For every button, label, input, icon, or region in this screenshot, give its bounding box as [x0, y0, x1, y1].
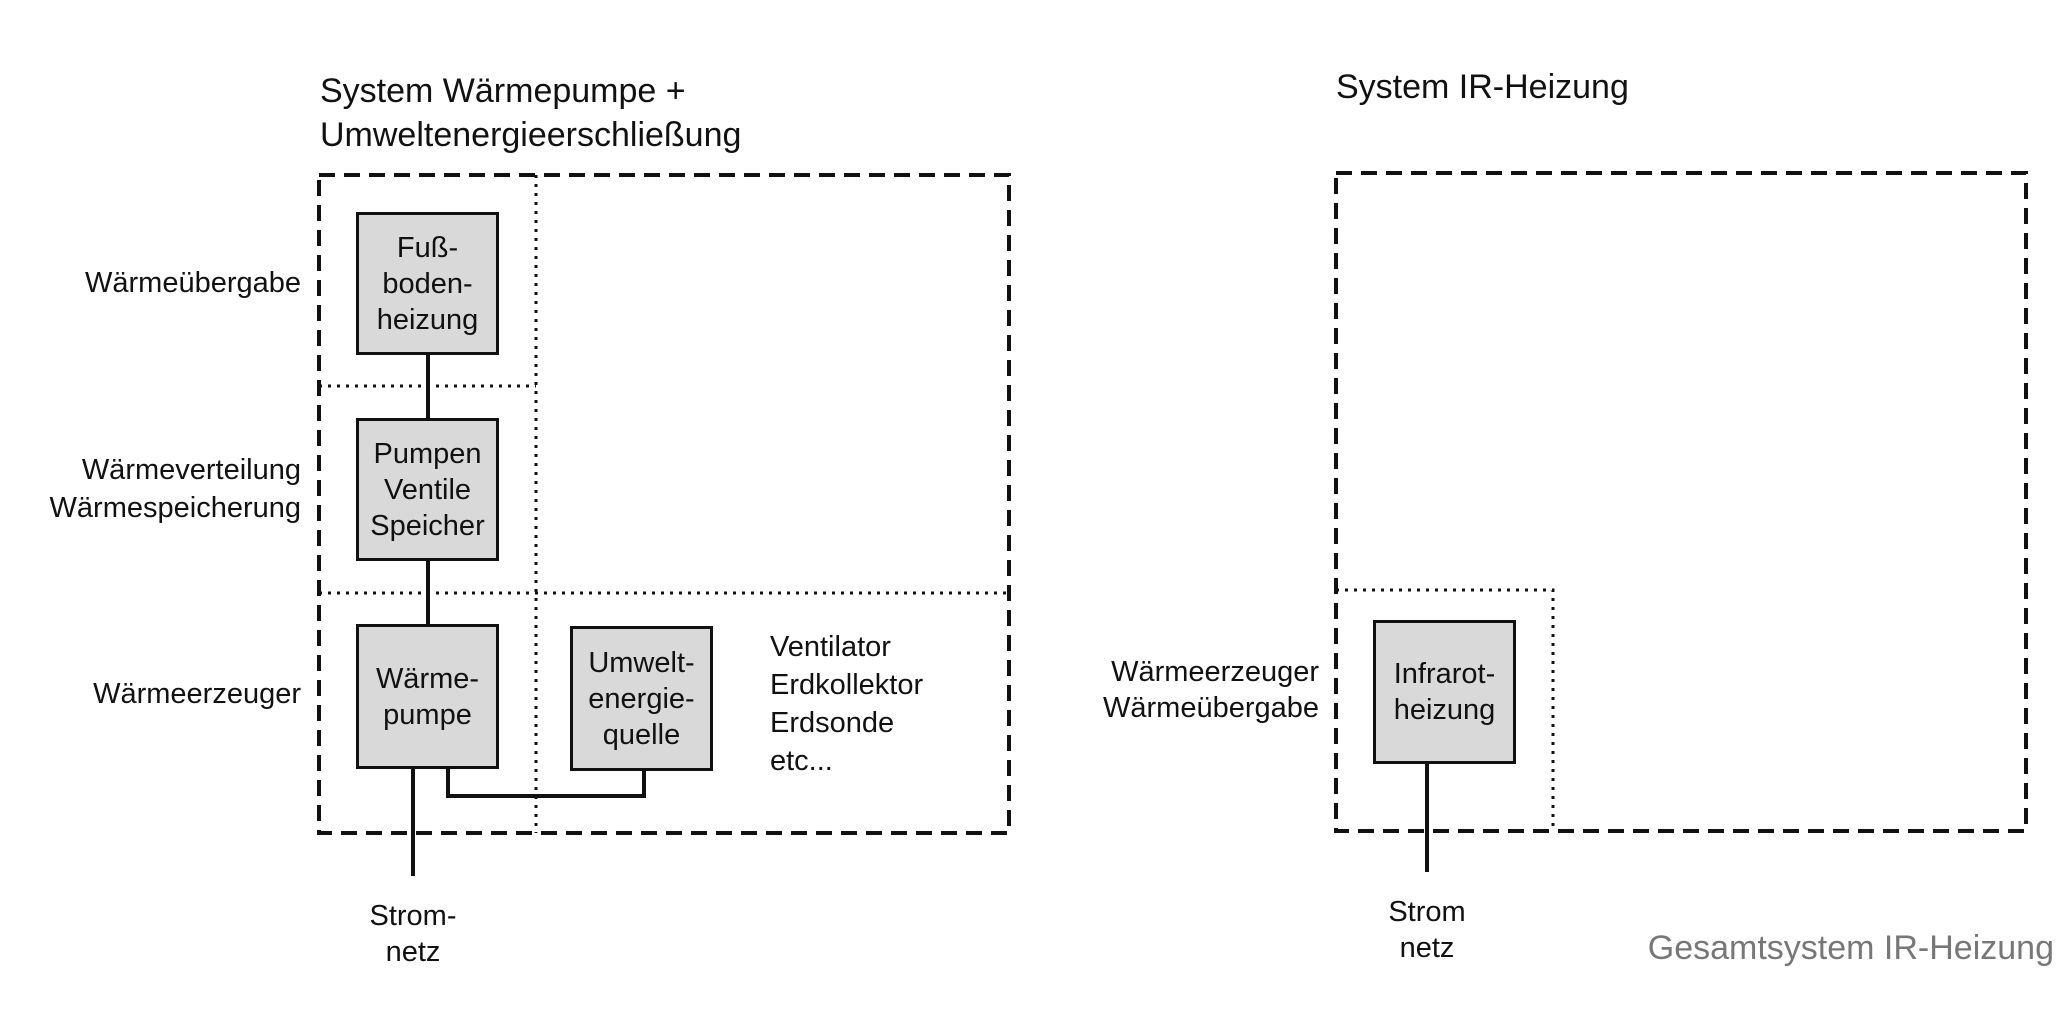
box-pumpen-label: Pumpen Ventile Speicher [370, 437, 485, 542]
row-label-waermespeicherung: Wärmespeicherung [49, 492, 301, 524]
left-system-title-line1: System Wärmepumpe + [320, 72, 686, 110]
right-grid-label-line2: netz [1399, 932, 1455, 964]
source-item-ventilator: Ventilator [770, 631, 891, 663]
row-label-waermeerzeuger: Wärmeerzeuger [93, 678, 301, 710]
right-row-label-line1: Wärmeerzeuger [1111, 656, 1319, 688]
box-pumpen-ventile-speicher: Pumpen Ventile Speicher [356, 418, 499, 561]
box-umweltenergiequelle: Umwelt- energie- quelle [570, 626, 713, 771]
box-fussbodenheizung-label: Fuß- boden- heizung [376, 231, 479, 336]
right-grid-label: Strom netz [1367, 894, 1487, 966]
box-umweltenergiequelle-label: Umwelt- energie- quelle [588, 646, 695, 751]
left-grid-label: Strom- netz [353, 898, 473, 970]
left-system-title-line2: Umweltenergieerschließung [320, 116, 742, 154]
figure-caption: Gesamtsystem IR-Heizung [1647, 929, 2054, 967]
left-grid-label-line2: netz [385, 936, 441, 968]
box-waermepumpe: Wärme- pumpe [356, 624, 499, 769]
source-item-erdkollektor: Erdkollektor [770, 669, 924, 701]
source-item-etc: etc... [770, 745, 833, 777]
box-infrarotheizung: Infrarot- heizung [1373, 620, 1516, 764]
right-system-title: System IR-Heizung [1336, 68, 1629, 106]
right-grid-label-line1: Strom [1388, 896, 1466, 928]
source-list: Ventilator Erdkollektor Erdsonde etc... [770, 628, 923, 780]
row-label-waermeuebergabe: Wärmeübergabe [85, 267, 301, 299]
row-label-waermeverteilung: Wärmeverteilung [81, 454, 301, 486]
right-row-label-line2: Wärmeübergabe [1103, 692, 1319, 724]
source-item-erdsonde: Erdsonde [770, 707, 895, 739]
right-row-label: Wärmeerzeuger Wärmeübergabe [1103, 654, 1319, 726]
connector-wp-umwelt [446, 767, 646, 798]
box-infrarotheizung-label: Infrarot- heizung [1393, 658, 1496, 726]
right-subarea-dotted [1336, 588, 1555, 831]
box-waermepumpe-label: Wärme- pumpe [375, 662, 480, 731]
box-fussbodenheizung: Fuß- boden- heizung [356, 212, 499, 355]
left-grid-label-line1: Strom- [369, 900, 457, 932]
